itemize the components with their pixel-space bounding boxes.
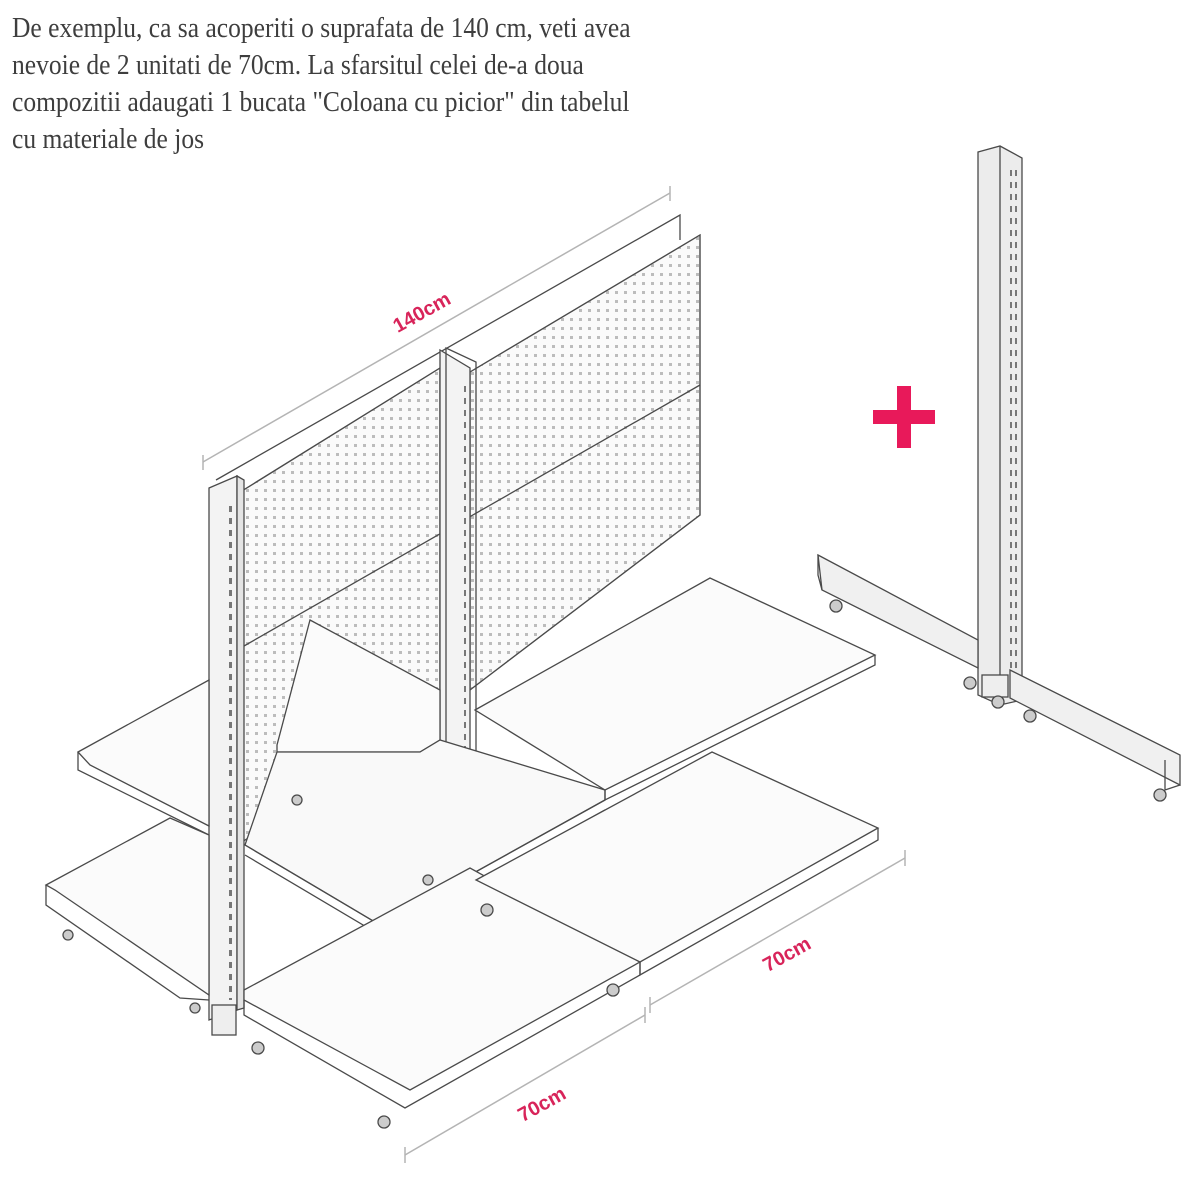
dimension-label-70cm-front: 70cm — [514, 1083, 569, 1127]
plus-icon — [873, 386, 935, 448]
left-back-shelves — [44, 678, 210, 1014]
column-with-foot — [817, 145, 1181, 802]
intro-text: De exemplu, ca sa acoperiti o suprafata … — [12, 12, 631, 155]
dimension-label-70cm-right: 70cm — [759, 933, 814, 977]
dimension-label-140cm: 140cm — [390, 288, 455, 337]
front-shelves — [243, 577, 880, 1129]
left-column — [208, 474, 245, 1036]
